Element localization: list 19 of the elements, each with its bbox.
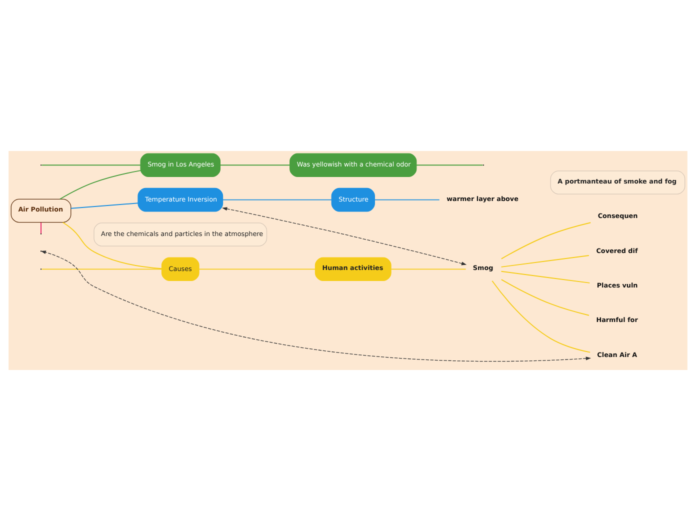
arrow	[40, 250, 592, 362]
connector	[492, 280, 591, 352]
connector	[41, 164, 141, 166]
connector	[500, 254, 590, 267]
connector	[416, 164, 484, 166]
connector	[500, 270, 590, 283]
connector	[220, 164, 290, 166]
connector	[62, 221, 162, 269]
connector	[222, 198, 332, 200]
connector	[374, 198, 440, 200]
connector	[70, 202, 138, 208]
connector	[198, 268, 316, 270]
arrow	[222, 206, 467, 265]
connector	[59, 170, 141, 200]
connector	[41, 268, 162, 270]
connector	[500, 222, 592, 259]
connector	[500, 278, 590, 316]
connector	[40, 221, 42, 234]
connector	[390, 268, 466, 270]
